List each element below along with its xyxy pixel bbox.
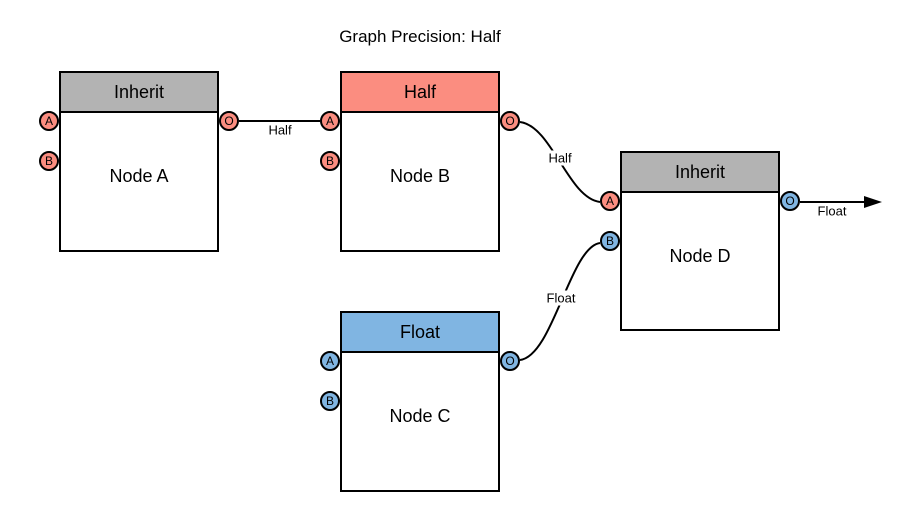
node-b-input-port-a: A [320, 111, 340, 131]
node-a-output-port: O [219, 111, 239, 131]
node-a-input-port-a: A [39, 111, 59, 131]
node-d-name: Node D [669, 246, 731, 266]
node-c-input-port-a-label: A [325, 354, 334, 368]
node-c-precision-header: Float [342, 313, 498, 353]
node-b-name: Node B [389, 166, 451, 186]
node-d-precision-label: Inherit [674, 161, 726, 182]
node-a-body: Node A [61, 113, 217, 252]
edge-label-c-to-d: Float [544, 290, 578, 306]
node-c-input-port-a: A [320, 351, 340, 371]
node-d-input-port-a: A [600, 191, 620, 211]
node-a-name: Node A [109, 166, 169, 186]
node-a-input-port-b-label: B [44, 154, 53, 168]
node-c-output-port-label: O [505, 354, 515, 368]
node-c-input-port-b: B [320, 391, 340, 411]
node-c-body: Node C [342, 353, 498, 492]
node-c-precision-label: Float [399, 321, 441, 342]
node-b-output-port-label: O [505, 114, 515, 128]
edge-label-d-output: Float [815, 203, 849, 219]
node-d-input-port-b: B [600, 231, 620, 251]
node-b-output-port: O [500, 111, 520, 131]
node-d-input-port-a-label: A [605, 194, 614, 208]
edge-label-a-to-b: Half [266, 122, 294, 138]
node-d-input-port-b-label: B [605, 234, 614, 248]
node-b-precision-label: Half [403, 81, 436, 102]
node-b-input-port-b-label: B [325, 154, 334, 168]
node-b-input-port-b: B [320, 151, 340, 171]
diagram-title: Graph Precision: Half [339, 27, 501, 46]
node-c-name: Node C [389, 406, 451, 426]
node-a-precision-label: Inherit [113, 81, 165, 102]
node-d-output-port: O [780, 191, 800, 211]
node-d-output-port-label: O [785, 194, 795, 208]
node-d-body: Node D [622, 193, 778, 332]
node-a-input-port-a-label: A [44, 114, 53, 128]
node-c: Float Node C A B O [320, 311, 520, 492]
node-a: Inherit Node A A B O [39, 71, 239, 252]
edge-label-b-to-d: Half [546, 150, 574, 166]
node-c-output-port: O [500, 351, 520, 371]
node-b-input-port-a-label: A [325, 114, 334, 128]
arrowhead-icon [864, 196, 882, 208]
node-b: Half Node B A B O [320, 71, 520, 252]
node-d: Inherit Node D A B O [600, 151, 800, 332]
node-c-input-port-b-label: B [325, 394, 334, 408]
node-d-precision-header: Inherit [622, 153, 778, 193]
node-a-input-port-b: B [39, 151, 59, 171]
node-b-body: Node B [342, 113, 498, 252]
node-b-precision-header: Half [342, 73, 498, 113]
node-a-precision-header: Inherit [61, 73, 217, 113]
node-a-output-port-label: O [224, 114, 234, 128]
